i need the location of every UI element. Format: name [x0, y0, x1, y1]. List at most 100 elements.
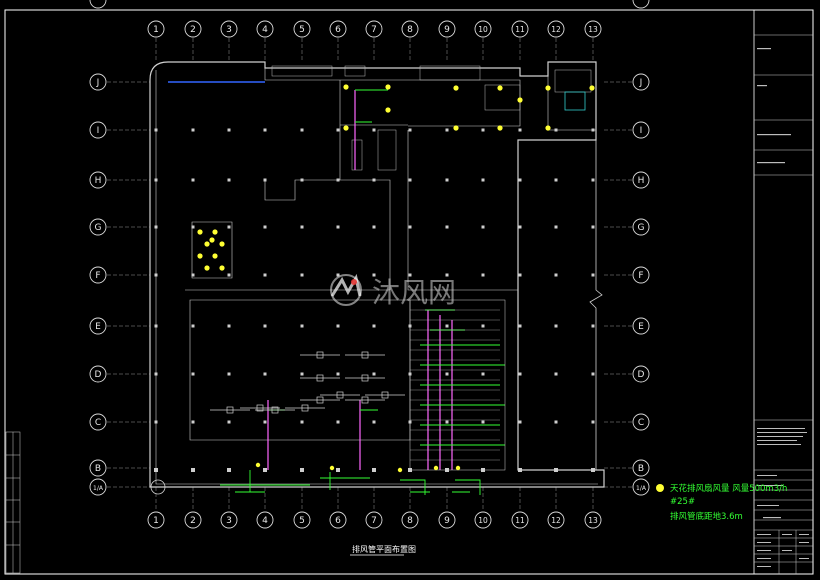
axis-bubble-bottom-2: 2: [184, 511, 202, 529]
column: [445, 178, 449, 182]
column: [372, 324, 376, 328]
column: [481, 324, 485, 328]
bubble-label: E: [638, 322, 644, 332]
column: [300, 372, 304, 376]
column: [336, 178, 340, 182]
bubble-label: 10: [478, 516, 488, 525]
axis-bubble-right-H: H: [632, 171, 650, 189]
column: [227, 128, 231, 132]
column: [408, 273, 412, 277]
column: [518, 225, 522, 229]
fan-box: [316, 396, 324, 404]
bubble-circle: [89, 218, 107, 236]
column: [154, 225, 158, 229]
axis-bubble-left-B: B: [89, 459, 107, 477]
fan-symbol-icon: [197, 253, 203, 259]
fan-box: [226, 406, 234, 414]
bubble-circle: [474, 511, 492, 529]
fan-symbol-icon: [204, 265, 210, 271]
fan-box: [301, 404, 309, 412]
bubble-label: 13: [588, 25, 598, 34]
bubble-label: 9: [444, 25, 450, 35]
bubble-circle: [547, 20, 565, 38]
bubble-label: 7: [371, 516, 377, 526]
legend-fan-icon: [656, 484, 664, 492]
axis-bubble-top-2: 2: [184, 20, 202, 38]
column: [227, 273, 231, 277]
column: [154, 372, 158, 376]
bubble-label: 3: [226, 25, 232, 35]
column: [191, 273, 195, 277]
column: [191, 420, 195, 424]
column: [445, 128, 449, 132]
column: [372, 468, 376, 472]
bubble-circle: [632, 317, 650, 335]
column: [336, 372, 340, 376]
bubble-label: 12: [551, 516, 561, 525]
watermark-text: 沐风网: [372, 276, 456, 309]
column: [227, 420, 231, 424]
bubble-label: F: [95, 271, 100, 281]
column: [191, 225, 195, 229]
bubble-circle: [89, 365, 107, 383]
bubble-label: D: [638, 370, 645, 380]
column: [300, 128, 304, 132]
fan-symbol-icon: [545, 85, 551, 91]
axis-bubble-left-D: D: [89, 365, 107, 383]
column: [154, 128, 158, 132]
column: [300, 468, 304, 472]
fan-symbol-icon: [219, 265, 225, 271]
column: [191, 178, 195, 182]
bubble-circle: [632, 266, 650, 284]
column: [227, 324, 231, 328]
bubble-circle: [184, 20, 202, 38]
drawing-title: 排风管平面布置图: [352, 544, 416, 554]
bubble-label: 9: [444, 516, 450, 526]
axis-bubble-right-E: E: [632, 317, 650, 335]
fan-box: [316, 374, 324, 382]
column: [372, 420, 376, 424]
bubble-circle: [256, 511, 274, 529]
fan-symbol-icon: [219, 241, 225, 247]
column: [518, 273, 522, 277]
bubble-circle: [220, 20, 238, 38]
axis-bubble-top-12: 12: [547, 20, 565, 38]
column: [227, 178, 231, 182]
bubble-circle: [329, 511, 347, 529]
bubble-label: J: [639, 78, 643, 88]
column: [154, 468, 158, 472]
bubble-circle: [89, 459, 107, 477]
bubble-circle: [89, 171, 107, 189]
column: [263, 273, 267, 277]
bubble-circle: [293, 20, 311, 38]
column: [445, 324, 449, 328]
bubble-label: B: [95, 464, 101, 474]
column: [481, 420, 485, 424]
bubble-label: F: [638, 271, 643, 281]
column: [336, 420, 340, 424]
bubble-label: 7: [371, 25, 377, 35]
bubble-circle: [293, 511, 311, 529]
column: [336, 225, 340, 229]
column: [154, 273, 158, 277]
bubble-circle: [220, 511, 238, 529]
bubble-label: G: [638, 223, 645, 233]
bubble-circle: [89, 413, 107, 431]
axis-bubble-top-13: 13: [584, 20, 602, 38]
column: [591, 420, 595, 424]
column: [445, 372, 449, 376]
bubble-circle: [89, 121, 107, 139]
logo-icon: [330, 273, 362, 306]
bubble-circle: [438, 20, 456, 38]
column: [191, 468, 195, 472]
bubble-circle: [438, 511, 456, 529]
axis-bubble-bottom-13: 13: [584, 511, 602, 529]
bubble-label: 4: [262, 516, 268, 526]
bubble-label: 1/A: [636, 485, 647, 492]
column: [263, 225, 267, 229]
column: [372, 372, 376, 376]
fan-symbol-icon: [204, 241, 210, 247]
building-outline: [149, 61, 605, 488]
column: [591, 225, 595, 229]
